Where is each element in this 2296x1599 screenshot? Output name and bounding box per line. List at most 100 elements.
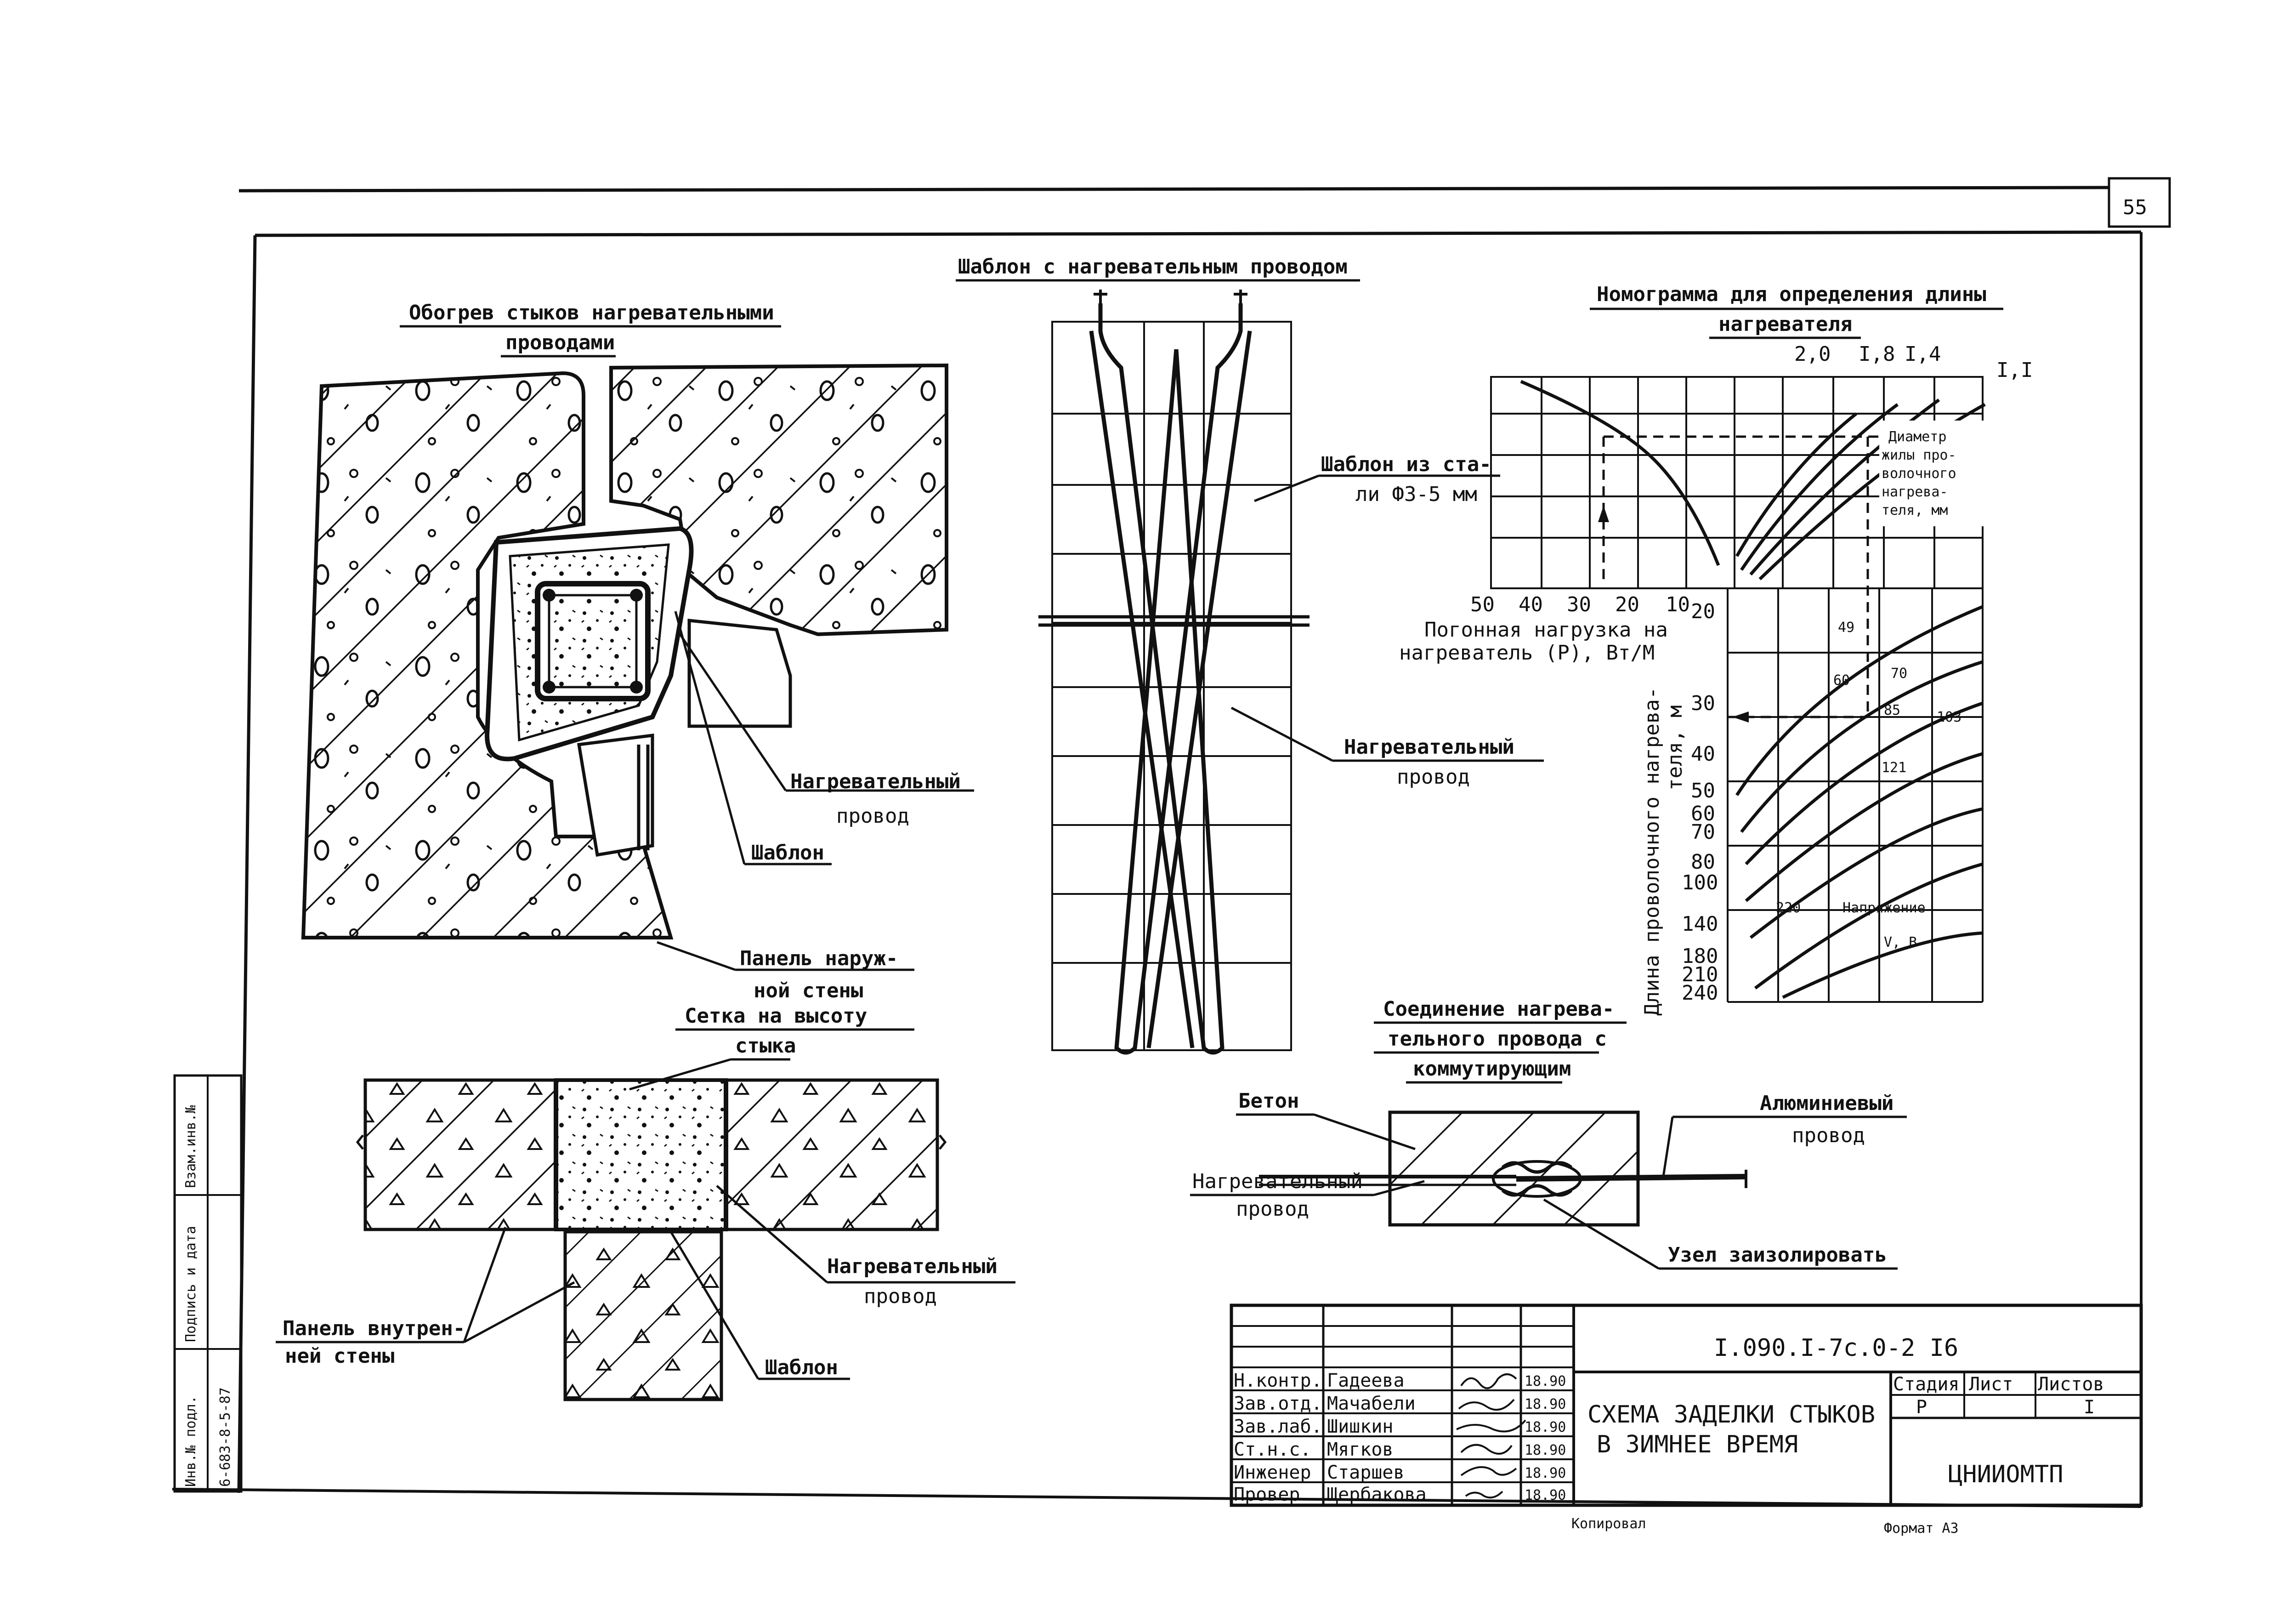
- connection-title-line3: коммутирующим: [1413, 1057, 1571, 1081]
- svg-text:70: 70: [1691, 820, 1715, 844]
- nomogram-load-ticks: 50 40 30 20 10: [1470, 593, 1690, 616]
- nomogram-title-line1: Номограмма для определения длины: [1597, 283, 1986, 306]
- heat-joint-wire-label-line2: провод: [836, 804, 909, 828]
- signature-rows: Н.контр. Гадеева 18.90 Зав.отд. Мачабели…: [1234, 1370, 1566, 1505]
- svg-text:I,I: I,I: [1996, 358, 2033, 382]
- template-title: Шаблон с нагревательным проводом: [958, 255, 1348, 279]
- stamp-inventory-value: 6-683-8-5-87: [217, 1387, 233, 1487]
- svg-text:30: 30: [1691, 692, 1715, 715]
- svg-text:60: 60: [1833, 672, 1850, 689]
- svg-text:нагрева-: нагрева-: [1882, 484, 1948, 500]
- svg-text:240: 240: [1682, 981, 1718, 1005]
- svg-text:103: 103: [1937, 709, 1962, 725]
- mesh-wire-label-line2: провод: [864, 1285, 937, 1308]
- connection-heat-wire-label-line2: провод: [1236, 1197, 1309, 1221]
- connection-title-line1: Соединение нагрева-: [1383, 997, 1614, 1021]
- svg-text:30: 30: [1567, 593, 1591, 616]
- svg-text:210: 210: [1682, 963, 1718, 986]
- page-number: 55: [2123, 196, 2147, 219]
- nomogram-arrow-up: [1598, 506, 1609, 522]
- nomogram-diameter-ticks: 2,0 I,8 I,4 I,I: [1794, 342, 2033, 382]
- sheet-frame: [172, 177, 2171, 1508]
- drawing-title-line1: СХЕМА ЗАДЕЛКИ СТЫКОВ: [1587, 1401, 1875, 1428]
- svg-text:220: 220: [1776, 900, 1801, 916]
- mesh-title-line2: стыка: [735, 1034, 796, 1058]
- svg-text:Ст.н.с.: Ст.н.с.: [1234, 1439, 1311, 1460]
- outer-wall-panel-left: [301, 371, 674, 939]
- template-steel-label-line2: ли Ф3-5 мм: [1355, 483, 1477, 506]
- handwritten-signatures: [1456, 1373, 1526, 1499]
- svg-text:20: 20: [1615, 593, 1639, 616]
- concrete-label: Бетон: [1238, 1089, 1299, 1113]
- sheets-value: I: [2084, 1397, 2095, 1418]
- template-steel-label-line1: Шаблон из ста-: [1321, 453, 1491, 476]
- sheets-header: Листов: [2038, 1374, 2104, 1395]
- connection-leaders: [1190, 1113, 1907, 1270]
- heat-joint-template-label: Шаблон: [751, 841, 824, 865]
- heat-joint-section: Обогрев стыков нагревательными проводами: [301, 301, 974, 1002]
- nomogram-section: Номограмма для определения длины нагрева…: [1399, 283, 2033, 1016]
- svg-text:I,8: I,8: [1859, 342, 1895, 366]
- nomogram-length-label-line2: теля, м: [1663, 706, 1687, 791]
- template-grid: [1038, 321, 1310, 1051]
- svg-text:волочного: волочного: [1882, 466, 1956, 482]
- drawing-title-line2: В ЗИМНЕЕ ВРЕМЯ: [1597, 1431, 1798, 1458]
- nomogram-length-ticks: 20 30 40 50 60 70 80 100 140 180 210 240: [1682, 600, 1718, 1005]
- nomogram-load-label-line1: Погонная нагрузка на: [1424, 618, 1668, 642]
- svg-text:10: 10: [1666, 593, 1690, 616]
- svg-text:Мягков: Мягков: [1327, 1439, 1394, 1460]
- svg-text:18.90: 18.90: [1525, 1442, 1566, 1458]
- svg-text:40: 40: [1691, 742, 1715, 766]
- svg-text:18.90: 18.90: [1525, 1373, 1566, 1389]
- outer-panel-label-line2: ной стены: [754, 979, 863, 1002]
- svg-text:70: 70: [1891, 666, 1907, 682]
- connection-wires: [1259, 1160, 1747, 1198]
- svg-text:жилы про-: жилы про-: [1882, 447, 1956, 463]
- svg-text:Зав.лаб.: Зав.лаб.: [1234, 1416, 1322, 1437]
- template-wire-label-line1: Нагревательный: [1344, 735, 1514, 759]
- nomogram-voltage-label-line2: V, B: [1884, 934, 1917, 950]
- svg-text:80: 80: [1691, 850, 1715, 874]
- mesh-title-line1: Сетка на высоту: [685, 1004, 867, 1028]
- heat-joint-wire-label-line1: Нагревательный: [790, 770, 961, 793]
- nomogram-voltage-values: 49 60 70 85 103 121 220: [1776, 620, 1962, 916]
- svg-text:50: 50: [1691, 779, 1715, 802]
- svg-text:50: 50: [1470, 593, 1495, 616]
- copied-label: Копировал: [1571, 1516, 1646, 1532]
- nomogram-length-label-line1: Длина проволочного нагрева-: [1640, 687, 1664, 1016]
- template-wire-label-line2: провод: [1397, 765, 1470, 789]
- svg-text:100: 100: [1682, 871, 1718, 894]
- svg-text:140: 140: [1682, 912, 1718, 936]
- heat-joint-title-line1: Обогрев стыков нагревательными: [409, 301, 774, 324]
- svg-text:20: 20: [1691, 600, 1715, 623]
- nomogram-arrow-left: [1732, 711, 1749, 723]
- svg-text:теля, мм: теля, мм: [1882, 502, 1948, 518]
- svg-text:85: 85: [1884, 702, 1900, 718]
- svg-text:Щербакова: Щербакова: [1327, 1484, 1427, 1505]
- organization: ЦНИИОМТП: [1948, 1461, 2063, 1488]
- svg-text:I,4: I,4: [1905, 342, 1941, 366]
- insulate-node-label: Узел заизолировать: [1668, 1243, 1887, 1267]
- svg-text:Диаметр: Диаметр: [1888, 429, 1946, 445]
- mesh-section: Сетка на высоту стыка Нагрева: [276, 1004, 1015, 1401]
- svg-text:40: 40: [1519, 593, 1543, 616]
- svg-text:2,0: 2,0: [1794, 342, 1831, 366]
- nomogram-curves: [1520, 380, 1986, 999]
- svg-text:Старшев: Старшев: [1327, 1462, 1405, 1483]
- inner-panel-label-line1: Панель внутрен-: [283, 1317, 465, 1340]
- sheet-header: Лист: [1969, 1374, 2013, 1395]
- template-section: Шаблон с нагревательным проводом: [956, 255, 1544, 1055]
- outer-wall-panel-right: [609, 363, 948, 637]
- connection-section: Соединение нагрева- тельного провода с к…: [1190, 997, 1907, 1270]
- heating-wire-loops: [1089, 290, 1252, 1055]
- inner-panel-label-line2: ней стены: [285, 1344, 394, 1368]
- connection-title-line2: тельного провода с: [1388, 1027, 1607, 1051]
- outer-panel-label-line1: Панель наруж-: [740, 947, 898, 970]
- heat-joint-title-line2: проводами: [505, 331, 615, 354]
- aluminium-wire-label-line2: провод: [1792, 1124, 1865, 1147]
- title-block: I.090.I-7с.0-2 I6 СХЕМА ЗАДЕЛКИ СТЫКОВ В…: [1230, 1303, 2143, 1507]
- svg-text:18.90: 18.90: [1525, 1465, 1566, 1481]
- svg-text:Гадеева: Гадеева: [1327, 1370, 1405, 1391]
- svg-text:180: 180: [1682, 945, 1718, 968]
